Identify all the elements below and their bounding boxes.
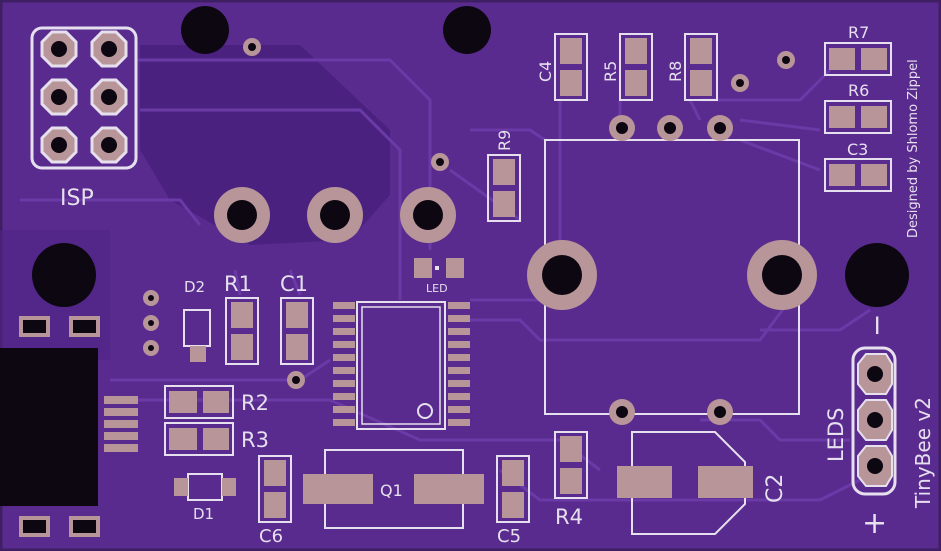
r1-label: R1 (224, 272, 252, 296)
r8-label: R8 (666, 61, 685, 82)
c5-label: C5 (497, 526, 521, 547)
capacitor-c4 (554, 33, 588, 101)
r2-label: R2 (241, 391, 269, 415)
isp-header (30, 26, 138, 170)
leds-label: LEDS (824, 408, 848, 462)
capacitor-c6 (258, 455, 292, 523)
q1-label: Q1 (380, 481, 403, 500)
resistor-r5 (619, 33, 653, 101)
usb-connector (0, 316, 138, 537)
led-label: LED (426, 282, 448, 295)
isp-label: ISP (60, 186, 94, 211)
status-led (414, 258, 464, 278)
resistor-r8 (684, 33, 718, 101)
r6-label: R6 (848, 81, 869, 100)
c4-label: C4 (536, 61, 555, 82)
d1-label: D1 (193, 505, 214, 523)
d2-label: D2 (184, 278, 205, 296)
resistor-r6 (824, 100, 892, 134)
c6-label: C6 (259, 526, 283, 547)
resistor-r4 (554, 431, 588, 499)
capacitor-c2 (617, 431, 753, 535)
r7-label: R7 (848, 23, 869, 42)
capacitor-c1 (280, 297, 314, 365)
mounting-holes (32, 6, 909, 307)
c2-label: C2 (763, 474, 788, 503)
r4-label: R4 (555, 505, 583, 529)
vias (143, 38, 795, 389)
designer-credit: Designed by Shlomo Zippel (906, 59, 921, 238)
r3-label: R3 (241, 428, 269, 452)
capacitor-c5 (496, 455, 530, 523)
minus-label: − (860, 314, 893, 337)
diode-d1 (174, 473, 236, 501)
resistor-r2 (164, 385, 234, 419)
transistor-q1 (303, 449, 484, 529)
r9-label: R9 (495, 130, 514, 151)
r5-label: R5 (601, 61, 620, 82)
large-pads (214, 187, 456, 243)
microcontroller-ic (333, 301, 470, 430)
board-name: TinyBee v2 (911, 397, 935, 509)
plus-label: + (862, 506, 887, 541)
leds-connector (851, 346, 897, 496)
c1-label: C1 (280, 272, 308, 296)
resistor-r3 (164, 422, 234, 456)
resistor-r9 (487, 154, 521, 222)
resistor-r1 (225, 297, 259, 365)
resistor-r7 (824, 42, 892, 76)
rotary-encoder (527, 115, 817, 425)
capacitor-c3 (824, 158, 892, 192)
diode-d2 (183, 309, 211, 362)
c3-label: C3 (847, 140, 868, 159)
